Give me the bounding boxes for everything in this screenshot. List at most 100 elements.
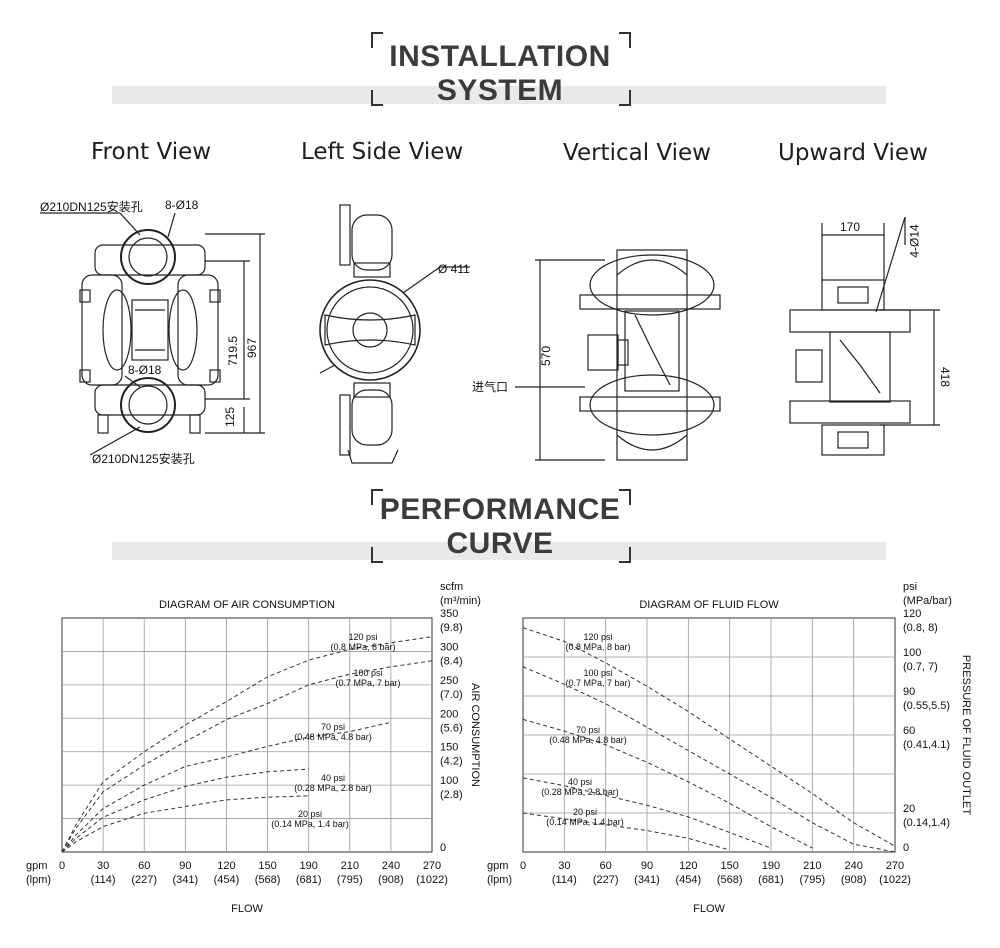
y-tick-label: 200 xyxy=(440,708,458,720)
vertical-view-title: Vertical View xyxy=(563,140,711,166)
series-label: 20 psi xyxy=(298,809,322,819)
y-tick-label: 100 xyxy=(440,775,458,787)
x-tick-sublabel: (795) xyxy=(799,874,825,886)
front-label-top-bolts: 8-Ø18 xyxy=(165,198,199,212)
x-tick-label: 60 xyxy=(138,860,150,872)
series-label: 100 psi xyxy=(583,668,612,678)
x-tick-label: 240 xyxy=(844,860,862,872)
bracket-br xyxy=(619,90,631,106)
bracket-tr xyxy=(619,32,631,48)
series-sublabel: (0.48 MPa, 4.8 bar) xyxy=(294,732,372,742)
y-tick-sublabel: (0.7, 7) xyxy=(903,661,938,673)
series-line xyxy=(61,636,433,853)
x-tick-label: 240 xyxy=(382,860,400,872)
x-tick-label: 90 xyxy=(641,860,653,872)
y-axis-label: PRESSURE OF FLUID OUTLET xyxy=(960,655,972,815)
x-tick-label: 30 xyxy=(97,860,109,872)
install-title-line2: SYSTEM xyxy=(436,74,564,107)
series-sublabel: (0.28 MPa, 2.8 bar) xyxy=(294,783,372,793)
front-view-title: Front View xyxy=(91,139,212,165)
x-tick-sublabel: (454) xyxy=(675,874,701,886)
chart-title: DIAGRAM OF FLUID FLOW xyxy=(639,599,779,611)
series-line xyxy=(522,666,896,853)
y-unit-label: scfm xyxy=(440,581,463,593)
x-tick-sublabel: (908) xyxy=(378,874,404,886)
front-view-drawing xyxy=(40,212,265,456)
upward-dim-holes: 4-Ø14 xyxy=(907,224,922,258)
y-tick-sublabel: (9.8) xyxy=(440,622,463,634)
y-tick-sublabel: (8.4) xyxy=(440,655,463,667)
install-title-line1: INSTALLATION xyxy=(389,40,611,73)
series-line xyxy=(522,777,772,849)
y-tick-label: 150 xyxy=(440,742,458,754)
y-tick-label: 60 xyxy=(903,725,915,737)
series-sublabel: (0.7 MPa, 7 bar) xyxy=(565,678,630,688)
series-label: 120 psi xyxy=(348,632,377,642)
x-tick-label: 90 xyxy=(179,860,191,872)
x-tick-sublabel: (114) xyxy=(552,874,577,886)
series-sublabel: (0.7 MPa, 7 bar) xyxy=(335,678,400,688)
series-label: 20 psi xyxy=(573,807,597,817)
series-sublabel: (0.28 MPa, 2.8 bar) xyxy=(541,787,619,797)
upward-dim-170: 170 xyxy=(840,220,861,234)
y-tick-label: 0 xyxy=(903,842,909,854)
x-tick-label: 210 xyxy=(803,860,821,872)
x-tick-sublabel: (795) xyxy=(337,874,363,886)
x-unit-label: gpm xyxy=(26,860,47,872)
x-tick-sublabel: (454) xyxy=(214,874,240,886)
x-tick-sublabel: (568) xyxy=(717,874,743,886)
installation-drawings xyxy=(40,204,940,464)
bracket2-br xyxy=(619,547,631,563)
front-dim-719: 719.5 xyxy=(226,335,241,367)
series-sublabel: (0.48 MPa, 4.8 bar) xyxy=(549,735,627,745)
bracket-tl xyxy=(371,32,383,48)
y-axis-label: AIR CONSUMPTION xyxy=(469,683,481,787)
y-unit-label: psi xyxy=(903,581,917,593)
x-tick-sublabel: (681) xyxy=(296,874,322,886)
x-unit-sublabel: (lpm) xyxy=(26,874,51,886)
series-label: 40 psi xyxy=(321,773,345,783)
y-tick-label: 250 xyxy=(440,675,458,687)
y-unit-sublabel: (m³/min) xyxy=(440,595,481,607)
performance-title-line2: CURVE xyxy=(446,527,554,560)
vertical-view-drawing xyxy=(515,249,721,461)
series-label: 70 psi xyxy=(576,725,600,735)
upward-dim-418: 418 xyxy=(938,366,953,388)
bracket-bl xyxy=(371,90,383,106)
x-tick-sublabel: (114) xyxy=(91,874,116,886)
bracket2-tl xyxy=(371,489,383,505)
front-label-bottom-hole: Ø210DN125安装孔 xyxy=(92,452,195,466)
series-line xyxy=(61,795,309,853)
x-tick-label: 0 xyxy=(520,860,526,872)
front-dim-967: 967 xyxy=(245,337,260,359)
x-unit-sublabel: (lpm) xyxy=(487,874,512,886)
series-sublabel: (0.14 MPa, 1.4 bar) xyxy=(546,817,624,827)
y-tick-label: 90 xyxy=(903,686,915,698)
left-side-view-drawing xyxy=(319,204,470,464)
bracket2-bl xyxy=(371,547,383,563)
series-sublabel: (0.8 MPa, 8 bar) xyxy=(565,642,630,652)
series-line xyxy=(522,718,813,849)
x-tick-sublabel: (681) xyxy=(758,874,784,886)
vertical-dim-570: 570 xyxy=(539,345,554,367)
left-side-view-title: Left Side View xyxy=(301,139,464,165)
x-tick-sublabel: (341) xyxy=(634,874,660,886)
bracket2-tr xyxy=(619,489,631,505)
y-tick-sublabel: (0.55,5.5) xyxy=(903,700,950,712)
vertical-air-inlet: 进气口 xyxy=(472,380,509,394)
series-line xyxy=(522,627,896,847)
x-tick-sublabel: (227) xyxy=(593,874,619,886)
x-unit-label: gpm xyxy=(487,860,508,872)
x-tick-label: 30 xyxy=(558,860,570,872)
y-tick-label: 350 xyxy=(440,608,458,620)
series-label: 70 psi xyxy=(321,722,345,732)
x-tick-sublabel: (227) xyxy=(131,874,157,886)
x-tick-label: 120 xyxy=(679,860,697,872)
x-tick-label: 270 xyxy=(886,860,904,872)
y-tick-sublabel: (7.0) xyxy=(440,689,463,701)
front-dim-125: 125 xyxy=(223,406,238,428)
y-tick-sublabel: (2.8) xyxy=(440,789,463,801)
plot-frame xyxy=(61,617,433,853)
y-tick-label: 100 xyxy=(903,647,921,659)
